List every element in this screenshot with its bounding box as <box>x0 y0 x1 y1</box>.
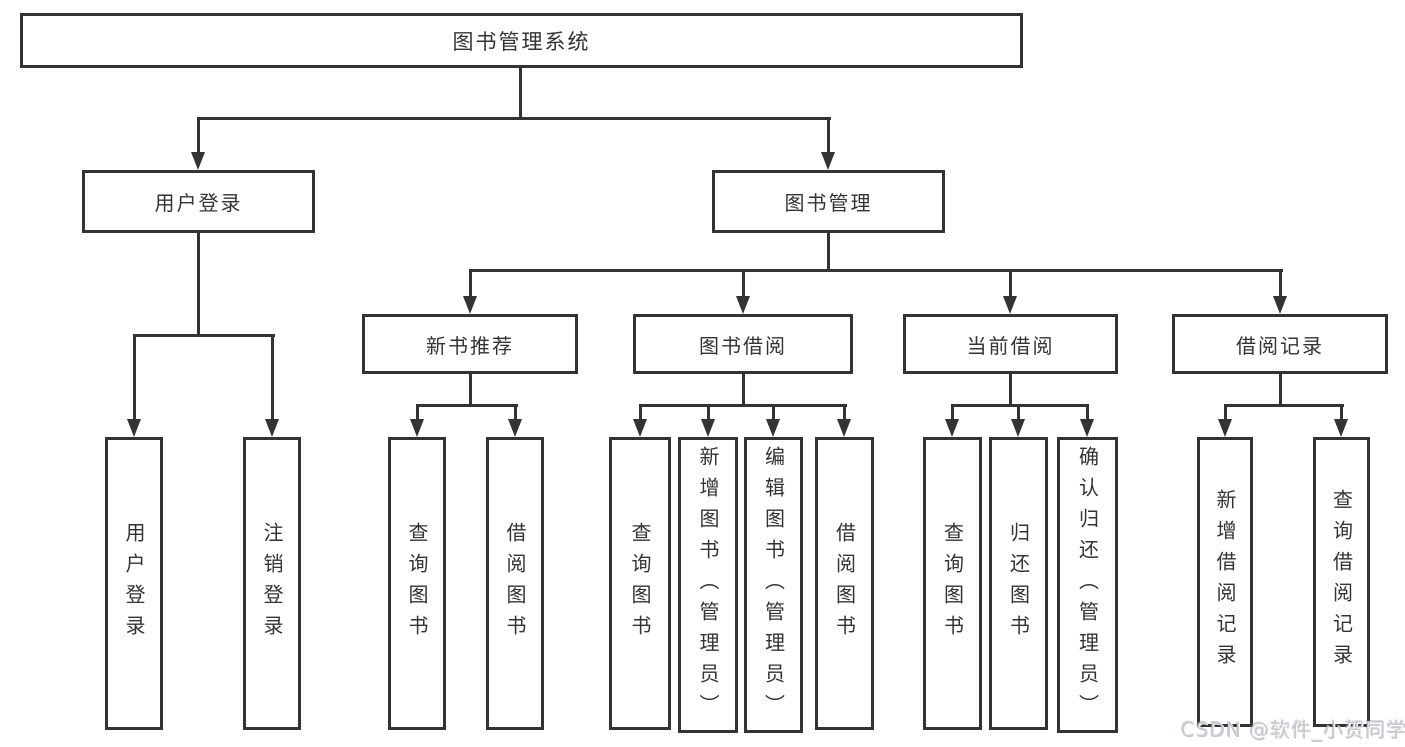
leaf-logout-label: 注销登录 <box>260 521 284 646</box>
leaf-user-login: 用户登录 <box>105 437 163 730</box>
connector-drop <box>1224 404 1227 420</box>
node-user-login-label: 用户登录 <box>154 191 243 215</box>
connector-drop-new-book <box>469 269 472 297</box>
connector-drop <box>639 404 642 420</box>
leaf-query-book-current: 查询图书 <box>923 437 982 730</box>
leaf-add-book-admin-label: 新增图书（管理员） <box>696 445 720 725</box>
node-current-borrow: 当前借阅 <box>903 314 1118 374</box>
arrow-down-icon <box>837 419 851 437</box>
leaf-confirm-return-admin-label: 确认归还（管理员） <box>1075 445 1100 725</box>
connector-drop <box>1340 404 1343 420</box>
leaf-add-book-admin: 新增图书（管理员） <box>678 437 738 733</box>
leaf-query-book-current-label: 查询图书 <box>940 521 965 646</box>
leaf-query-borrow-record-label: 查询借阅记录 <box>1329 489 1354 675</box>
leaf-query-book-recommend-label: 查询图书 <box>405 521 429 646</box>
node-root: 图书管理系统 <box>20 13 1023 68</box>
arrow-down-icon <box>1011 419 1025 437</box>
leaf-return-book: 归还图书 <box>989 437 1048 730</box>
leaf-borrow-book-label: 借阅图书 <box>832 521 857 646</box>
connector-userlogin-bar <box>133 334 275 337</box>
leaf-query-book-recommend: 查询图书 <box>388 437 446 730</box>
watermark: CSDN @软件_小贺同学 <box>1181 718 1405 742</box>
arrow-down-icon <box>191 152 205 170</box>
connector-bookborrow-stem <box>742 374 745 407</box>
connector-drop <box>1086 404 1089 420</box>
connector-bookborrow-bar <box>639 404 847 407</box>
connector-drop-book-borrow <box>742 269 745 297</box>
connector-newbook-bar <box>416 404 518 407</box>
connector-drop <box>514 404 517 420</box>
leaf-query-book-borrow-label: 查询图书 <box>628 521 652 646</box>
connector-userlogin-stem <box>197 233 200 336</box>
connector-drop <box>843 404 846 420</box>
node-new-book-recommend: 新书推荐 <box>362 314 578 374</box>
connector-drop <box>416 404 419 420</box>
leaf-query-borrow-record: 查询借阅记录 <box>1313 437 1370 727</box>
connector-bookmgmt-stem <box>827 233 830 272</box>
leaf-edit-book-admin: 编辑图书（管理员） <box>744 437 803 733</box>
leaf-user-login-label: 用户登录 <box>122 521 146 646</box>
connector-drop <box>951 404 954 420</box>
arrow-down-icon <box>265 419 279 437</box>
connector-drop-borrow-record <box>1279 269 1282 297</box>
connector-drop-user-login <box>197 117 200 153</box>
leaf-logout: 注销登录 <box>243 437 301 730</box>
connector-drop <box>707 404 710 420</box>
leaf-return-book-label: 归还图书 <box>1006 521 1031 646</box>
leaf-confirm-return-admin: 确认归还（管理员） <box>1057 437 1118 733</box>
node-book-borrow-label: 图书借阅 <box>699 333 787 358</box>
arrow-down-icon <box>508 419 522 437</box>
arrow-down-icon <box>1273 296 1287 314</box>
connector-drop-leaf-logout <box>271 334 274 419</box>
arrow-down-icon <box>1003 296 1017 314</box>
connector-drop <box>772 404 775 420</box>
connector-drop-current-borrow <box>1009 269 1012 297</box>
node-current-borrow-label: 当前借阅 <box>966 333 1055 358</box>
node-book-borrow: 图书借阅 <box>633 314 853 374</box>
arrow-down-icon <box>127 419 141 437</box>
arrow-down-icon <box>463 296 477 314</box>
arrow-down-icon <box>1080 419 1094 437</box>
connector-currentborrow-bar <box>951 404 1089 407</box>
node-book-management-label: 图书管理 <box>784 191 873 215</box>
node-new-book-recommend-label: 新书推荐 <box>426 333 514 358</box>
arrow-down-icon <box>766 419 780 437</box>
leaf-borrow-book: 借阅图书 <box>815 437 874 730</box>
node-borrow-record: 借阅记录 <box>1172 314 1388 374</box>
arrow-down-icon <box>1334 419 1348 437</box>
arrow-down-icon <box>945 419 959 437</box>
leaf-edit-book-admin-label: 编辑图书（管理员） <box>761 445 786 725</box>
connector-drop <box>1017 404 1020 420</box>
leaf-add-borrow-record: 新增借阅记录 <box>1197 437 1253 727</box>
arrow-down-icon <box>821 152 835 170</box>
connector-root-stem <box>519 68 522 118</box>
connector-currentborrow-stem <box>1009 374 1012 407</box>
connector-borrowrecord-stem <box>1279 374 1282 407</box>
connector-root-bar <box>197 117 831 120</box>
node-book-management: 图书管理 <box>712 170 945 233</box>
leaf-borrow-book-recommend: 借阅图书 <box>486 437 544 730</box>
leaf-borrow-book-recommend-label: 借阅图书 <box>503 521 527 646</box>
arrow-down-icon <box>701 419 715 437</box>
arrow-down-icon <box>633 419 647 437</box>
arrow-down-icon <box>1218 419 1232 437</box>
connector-drop-book-management <box>827 117 830 153</box>
connector-borrowrecord-bar <box>1224 404 1344 407</box>
node-borrow-record-label: 借阅记录 <box>1236 333 1324 358</box>
connector-drop-leaf-user-login <box>133 334 136 419</box>
leaf-query-book-borrow: 查询图书 <box>609 437 671 730</box>
connector-newbook-stem <box>469 374 472 407</box>
leaf-add-borrow-record-label: 新增借阅记录 <box>1213 489 1237 675</box>
node-user-login: 用户登录 <box>82 170 315 233</box>
arrow-down-icon <box>736 296 750 314</box>
node-root-label: 图书管理系统 <box>452 29 591 54</box>
connector-bookmgmt-bar <box>469 269 1283 272</box>
arrow-down-icon <box>410 419 424 437</box>
